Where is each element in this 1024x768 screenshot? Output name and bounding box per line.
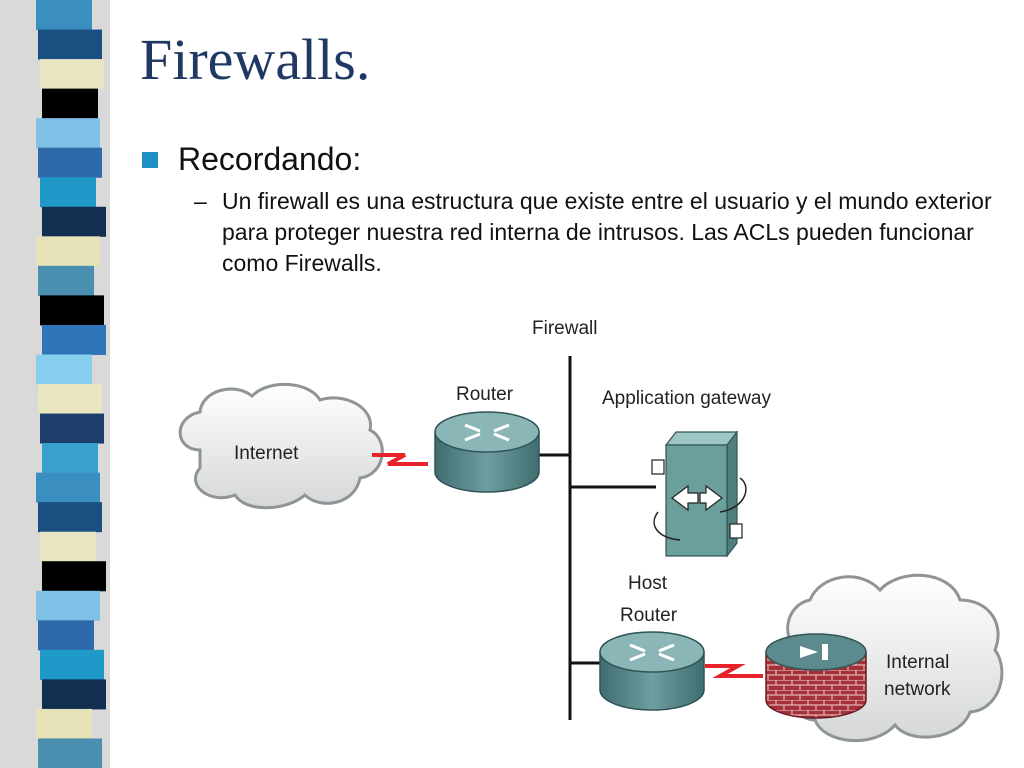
slide-title: Firewalls.	[140, 27, 371, 92]
serial-link-bottom	[705, 664, 763, 678]
stripe-block	[36, 354, 92, 385]
stripe-block	[36, 708, 92, 739]
stripe-block	[38, 384, 102, 415]
stripe-block	[42, 679, 106, 710]
application-gateway-icon	[651, 430, 747, 558]
label-router-bottom: Router	[620, 605, 678, 626]
brick-firewall-icon	[765, 633, 867, 719]
decorative-stripe	[0, 0, 110, 768]
stripe-block	[38, 265, 94, 296]
router-top-icon	[434, 411, 540, 493]
stripe-block	[42, 88, 98, 119]
stripe-block	[36, 472, 100, 503]
label-firewall: Firewall	[532, 318, 598, 339]
stripe-block	[40, 177, 96, 208]
label-network: network	[884, 679, 951, 700]
stripe-block	[38, 738, 102, 768]
stripe-block	[40, 413, 104, 444]
stripe-block	[42, 561, 106, 592]
stripe-block	[40, 59, 104, 90]
bullet-square-icon	[142, 152, 158, 168]
stripe-block	[42, 443, 98, 474]
label-internet: Internet	[234, 443, 299, 464]
label-internal: Internal	[886, 652, 950, 673]
stripe-block	[38, 29, 102, 60]
bullet-text: Recordando:	[178, 141, 362, 177]
internet-cloud-icon	[178, 382, 384, 510]
stripe-block	[36, 236, 100, 267]
stripe-block	[36, 0, 92, 31]
stripe-block	[38, 502, 102, 533]
stripe-block	[40, 649, 104, 680]
router-bottom-icon	[599, 631, 705, 711]
stripe-block	[36, 590, 100, 621]
label-host: Host	[628, 573, 668, 594]
stripe-block	[38, 620, 94, 651]
stripe-block	[36, 118, 100, 149]
serial-link-top	[372, 453, 428, 466]
stripe-block	[40, 295, 104, 326]
stripe-block	[40, 531, 96, 562]
network-diagram: Firewall Router Application gateway Inte…	[160, 300, 1020, 760]
sub-bullet-text: Un firewall es una estructura que existe…	[222, 188, 992, 276]
stripe-block	[38, 147, 102, 178]
sub-bullet-dash: –	[194, 188, 207, 214]
stripe-block	[42, 206, 106, 237]
stripe-block	[42, 324, 106, 355]
label-router-top: Router	[456, 384, 514, 405]
label-application-gateway: Application gateway	[602, 388, 771, 409]
